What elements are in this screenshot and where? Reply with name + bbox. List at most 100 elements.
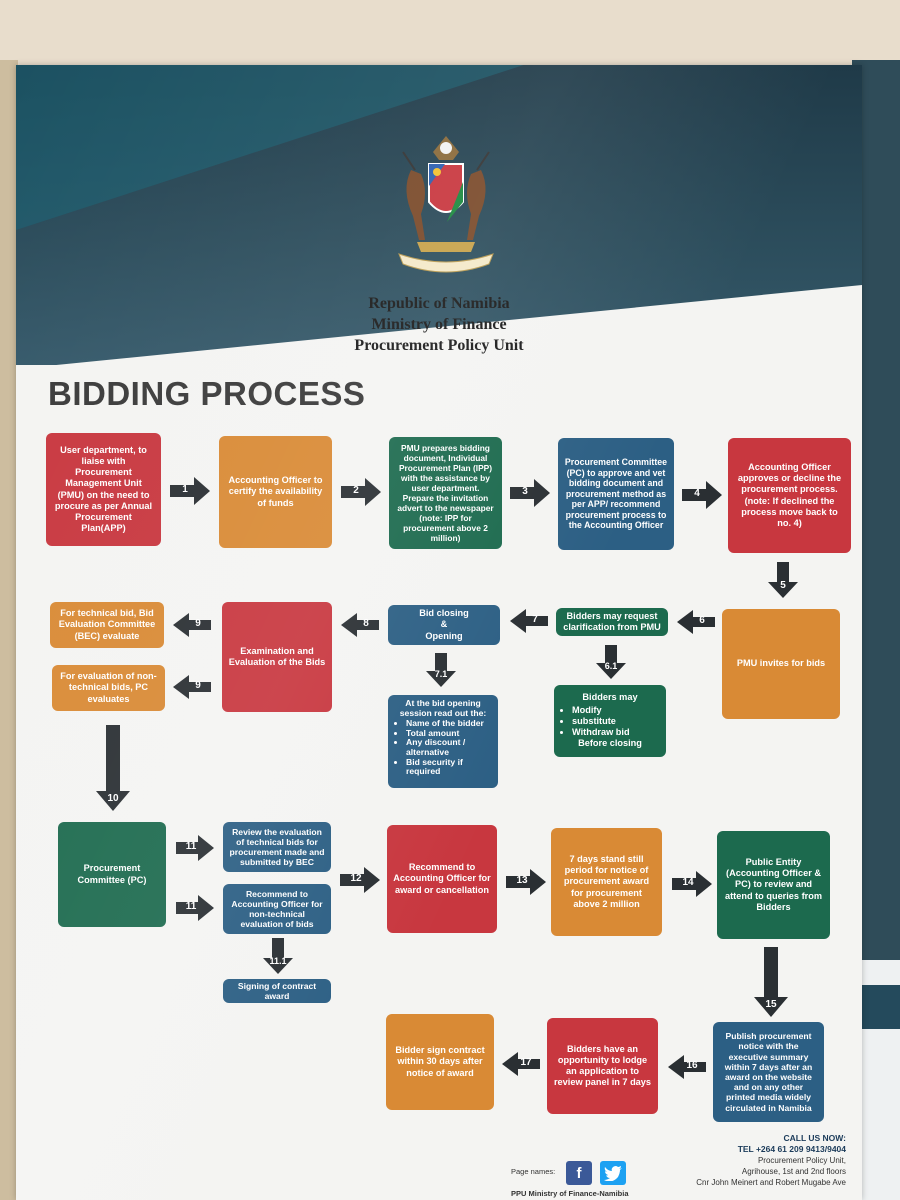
step-bidder-sign-contract: Bidder sign contract within 30 days afte… — [386, 1014, 494, 1110]
list-item: Bid security if required — [406, 757, 492, 777]
arrow-3: 3 — [510, 479, 550, 507]
arrow-label: 2 — [353, 485, 359, 496]
arrow-label: 13 — [516, 875, 528, 886]
address-line1: Agrihouse, 1st and 2nd floors — [741, 1167, 846, 1176]
step-accounting-certify: Accounting Officer to certify the availa… — [219, 436, 332, 548]
step-pmu-prepares: PMU prepares bidding document, Individua… — [389, 437, 502, 549]
arrow-label: 4 — [694, 488, 700, 499]
step-pmu-invites: PMU invites for bids — [722, 609, 840, 719]
header-unit: Procurement Policy Unit — [354, 337, 524, 354]
arrow-7-1: 7.1 — [426, 653, 456, 687]
arrow-2: 2 — [341, 478, 381, 506]
wall-edge-left — [0, 60, 18, 1200]
arrow-label: 5 — [780, 580, 786, 591]
call-us-label: CALL US NOW: — [783, 1133, 847, 1143]
list-item: Name of the bidder — [406, 719, 492, 729]
arrow-11-recommend: 11 — [176, 895, 214, 921]
arrow-label: 6 — [699, 615, 705, 626]
arrow-6: 6 — [677, 610, 715, 634]
arrow-11-1: 11.1 — [263, 938, 293, 974]
arrow-17: 17 — [502, 1052, 540, 1076]
arrow-label: 7 — [532, 614, 538, 625]
facebook-icon[interactable]: f — [566, 1161, 592, 1185]
arrow-9-nontechnical: 9 — [173, 675, 211, 699]
arrow-label: 8 — [363, 618, 369, 629]
bid-closing-line1: Bid closing — [419, 608, 469, 619]
arrow-1: 1 — [170, 477, 210, 505]
step-technical-bid: For technical bid, Bid Evaluation Commit… — [50, 602, 164, 648]
arrow-label: 7.1 — [434, 669, 448, 679]
step-pc-approve: Procurement Committee (PC) to approve an… — [558, 438, 674, 550]
arrow-8: 8 — [341, 613, 379, 637]
step-review-evaluation: Review the evaluation of technical bids … — [223, 822, 331, 872]
step-bidders-may: Bidders may Modify substitute Withdraw b… — [554, 685, 666, 757]
arrow-15: 15 — [754, 947, 788, 1017]
page-title: BIDDING PROCESS — [48, 375, 366, 412]
step-recommend-award: Recommend to Accounting Officer for awar… — [387, 825, 497, 933]
wall-background — [0, 0, 900, 70]
list-item: Any discount / alternative — [406, 738, 492, 757]
arrow-label: 12 — [350, 873, 362, 884]
step-bidders-lodge: Bidders have an opportunity to lodge an … — [547, 1018, 658, 1114]
step-bidders-clarify: Bidders may request clarification from P… — [556, 608, 668, 636]
arrow-label: 3 — [522, 486, 528, 497]
arrow-label: 15 — [765, 999, 777, 1010]
header-ministry: Ministry of Finance — [371, 316, 507, 333]
opening-session-list: Name of the bidder Total amount Any disc… — [394, 719, 492, 777]
bidding-process-poster: Republic of Namibia Ministry of Finance … — [16, 65, 862, 1200]
header-country: Republic of Namibia — [368, 295, 510, 312]
arrow-12: 12 — [340, 867, 380, 893]
arrow-label: 14 — [682, 877, 694, 888]
step-bid-closing: Bid closing & Opening — [388, 605, 500, 645]
header-organisation: Republic of Namibia Ministry of Finance … — [16, 293, 862, 356]
twitter-icon[interactable] — [600, 1161, 626, 1185]
step-examination-evaluation: Examination and Evaluation of the Bids — [222, 602, 332, 712]
arrow-label: 1 — [182, 484, 188, 495]
arrow-5: 5 — [768, 562, 798, 598]
step-user-department: User department, to liaise with Procurem… — [46, 433, 161, 546]
step-procurement-committee: Procurement Committee (PC) — [58, 822, 166, 927]
arrow-9-technical: 9 — [173, 613, 211, 637]
address-line2: Cnr John Meinert and Robert Mugabe Ave — [696, 1178, 846, 1187]
social-links: f — [566, 1161, 626, 1185]
arrow-4: 4 — [682, 481, 722, 509]
arrow-7: 7 — [510, 609, 548, 633]
step-opening-session: At the bid opening session read out the:… — [388, 695, 498, 788]
step-nontechnical-bid: For evaluation of non-technical bids, PC… — [52, 665, 165, 711]
arrow-label: 9 — [195, 680, 201, 691]
page-name-value: PPU Ministry of Finance-Namibia — [511, 1189, 629, 1198]
arrow-14: 14 — [672, 871, 712, 897]
step-signing-contract: Signing of contract award — [223, 979, 331, 1003]
bid-closing-line2: & — [440, 619, 448, 630]
list-item: substitute — [572, 716, 630, 727]
unit-name: Procurement Policy Unit, — [757, 1156, 846, 1165]
arrow-label: 17 — [520, 1057, 532, 1068]
step-standstill-period: 7 days stand still period for notice of … — [551, 828, 662, 936]
arrow-label: 10 — [107, 793, 119, 804]
opening-session-title: At the bid opening session read out the: — [399, 698, 487, 718]
arrow-label: 6.1 — [604, 661, 618, 671]
arrow-label: 11.1 — [269, 956, 287, 966]
bidders-may-footer: Before closing — [578, 738, 642, 749]
bidders-may-list: Modify substitute Withdraw bid — [560, 705, 630, 739]
bid-closing-line3: Opening — [425, 630, 463, 641]
arrow-13: 13 — [506, 869, 546, 895]
arrow-label: 9 — [195, 618, 201, 629]
list-item: Total amount — [406, 728, 492, 739]
arrow-label: 16 — [686, 1060, 698, 1071]
namibia-coat-of-arms-icon — [398, 136, 494, 273]
arrow-11-review: 11 — [176, 835, 214, 861]
list-item: Withdraw bid — [572, 727, 630, 738]
list-item: Modify — [572, 705, 630, 716]
step-publish-notice: Publish procurement notice with the exec… — [713, 1022, 824, 1122]
arrow-label: 11 — [185, 841, 197, 852]
step-public-entity-review: Public Entity (Accounting Officer & PC) … — [717, 831, 830, 939]
telephone: TEL +264 61 209 9413/9404 — [737, 1144, 846, 1154]
arrow-10: 10 — [96, 725, 130, 811]
step-recommend-nontechnical: Recommend to Accounting Officer for non-… — [223, 884, 331, 934]
arrow-16: 16 — [668, 1055, 706, 1079]
bidders-may-title: Bidders may — [582, 692, 638, 703]
page-names-label: Page names: — [511, 1167, 556, 1176]
arrow-6-1: 6.1 — [596, 645, 626, 679]
arrow-label: 11 — [185, 901, 197, 912]
